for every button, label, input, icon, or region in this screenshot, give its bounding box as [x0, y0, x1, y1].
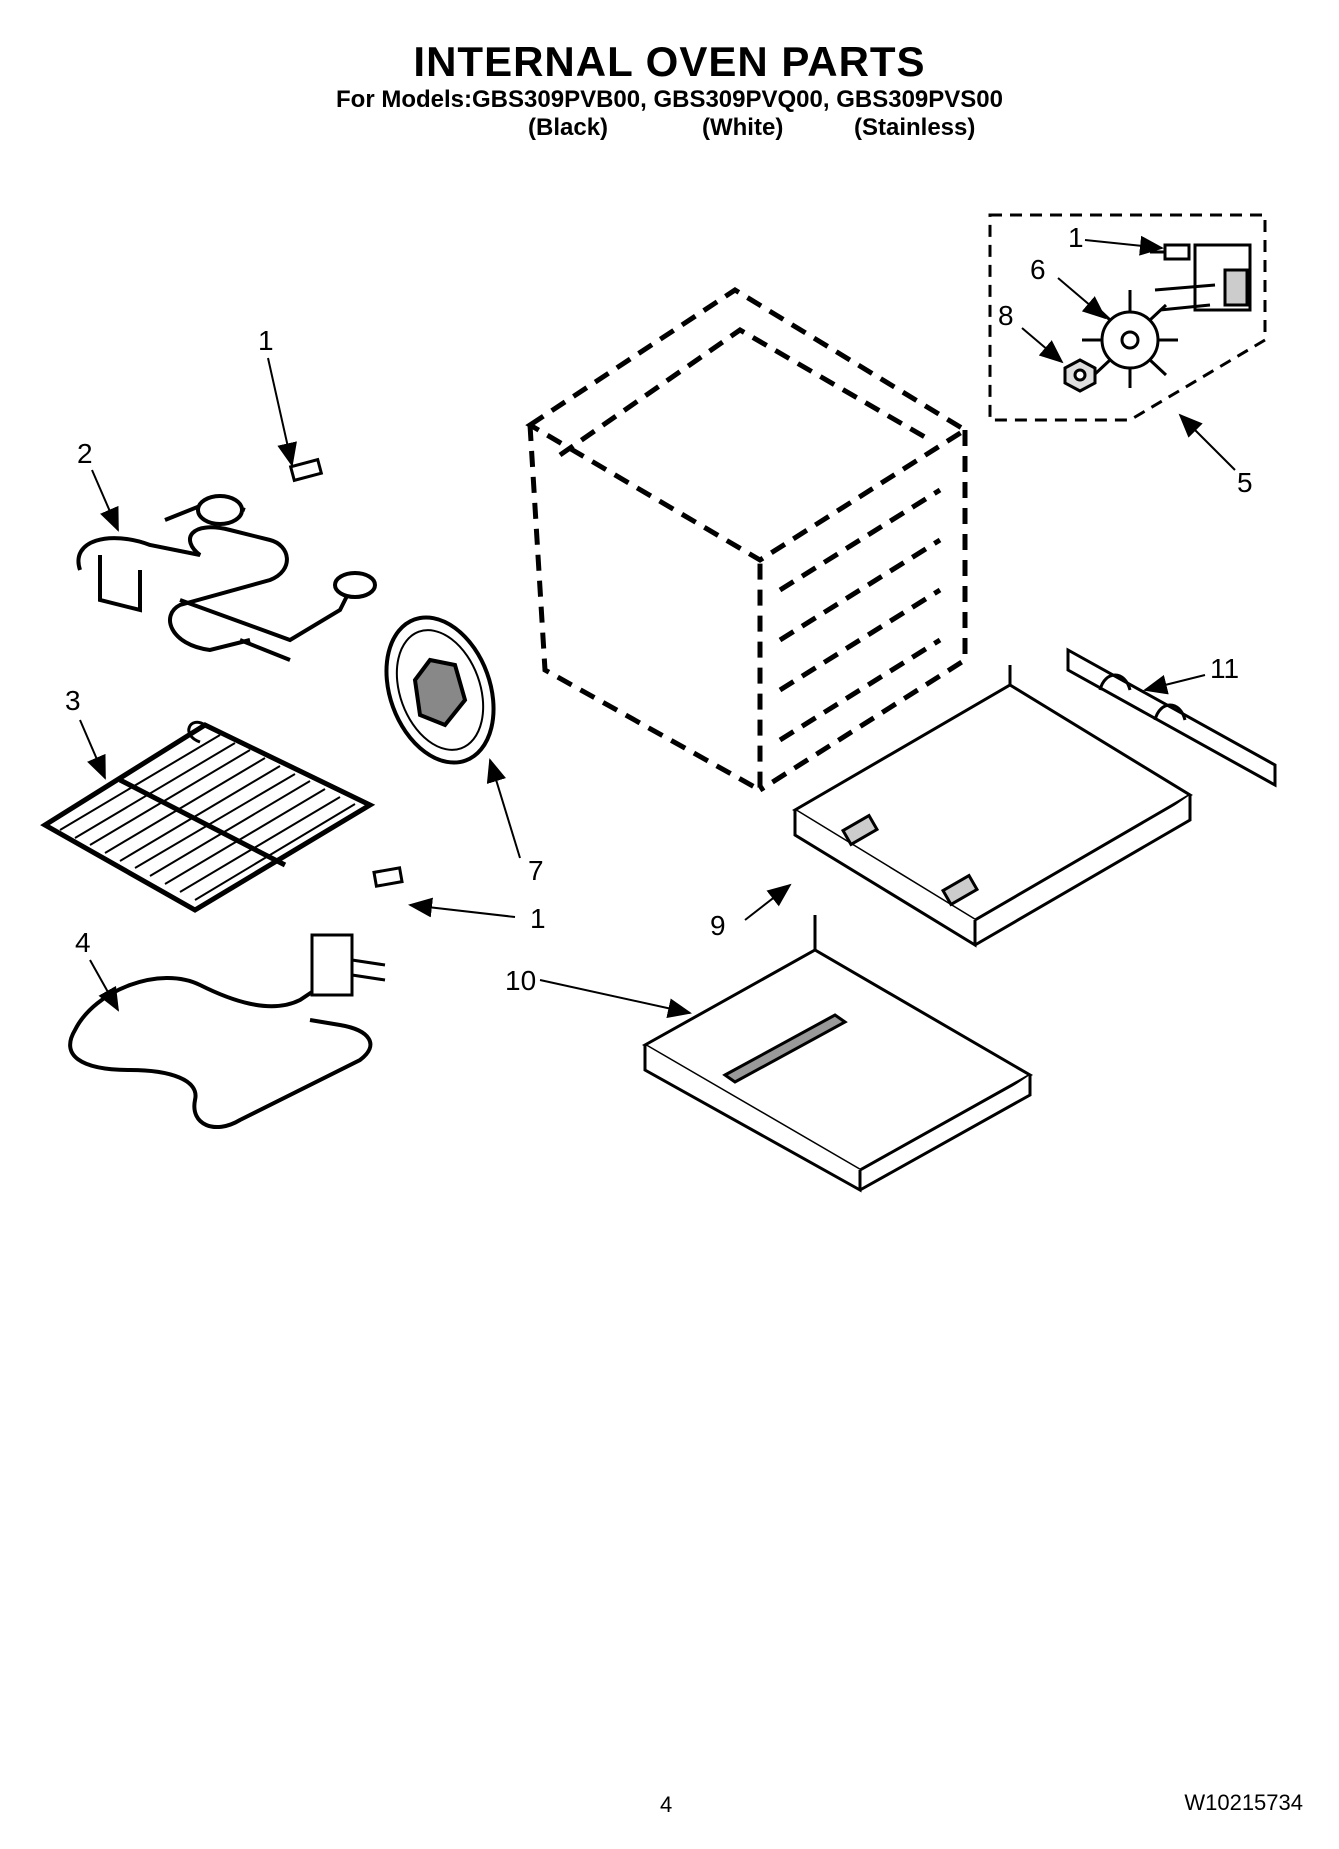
callout-2: 2: [77, 438, 93, 469]
heat-shield-bracket: [1066, 647, 1277, 788]
callout-9: 9: [710, 910, 726, 941]
fan-cover: [384, 615, 496, 765]
color-black: (Black): [528, 114, 609, 141]
page-title: INTERNAL OVEN PARTS: [413, 38, 926, 85]
oven-cavity-outline: [525, 287, 970, 795]
fan-motor: [1154, 243, 1252, 312]
fan-blade: [1082, 290, 1178, 388]
page-number: 4: [660, 1792, 673, 1817]
callout-4: 4: [75, 927, 91, 958]
bottom-tray: [792, 665, 1193, 948]
fan-assembly-box: [988, 213, 1267, 422]
models-line: For Models:GBS309PVB00, GBS309PVQ00, GBS…: [336, 86, 1003, 113]
callout-1-top: 1: [258, 325, 274, 356]
broil-screw: [288, 457, 324, 483]
bake-element: [68, 933, 386, 1130]
document-number: W10215734: [1184, 1790, 1303, 1815]
lower-pan: [641, 915, 1034, 1193]
broil-element: [76, 494, 377, 662]
oven-rack: [40, 720, 376, 913]
callout-6: 6: [1030, 254, 1046, 285]
color-stainless: (Stainless): [854, 114, 976, 141]
callout-1-bake: 1: [530, 903, 546, 934]
callout-8: 8: [998, 300, 1014, 331]
callout-5: 5: [1237, 467, 1253, 498]
callout-11: 11: [1210, 653, 1239, 684]
callout-10: 10: [505, 965, 536, 996]
callout-leaders: [79, 235, 1236, 1019]
color-white: (White): [702, 114, 784, 141]
fan-nut: [1063, 358, 1097, 393]
callout-1-fan: 1: [1068, 222, 1084, 253]
bake-screw: [372, 866, 404, 888]
callout-7: 7: [528, 855, 544, 886]
callout-3: 3: [65, 685, 81, 716]
